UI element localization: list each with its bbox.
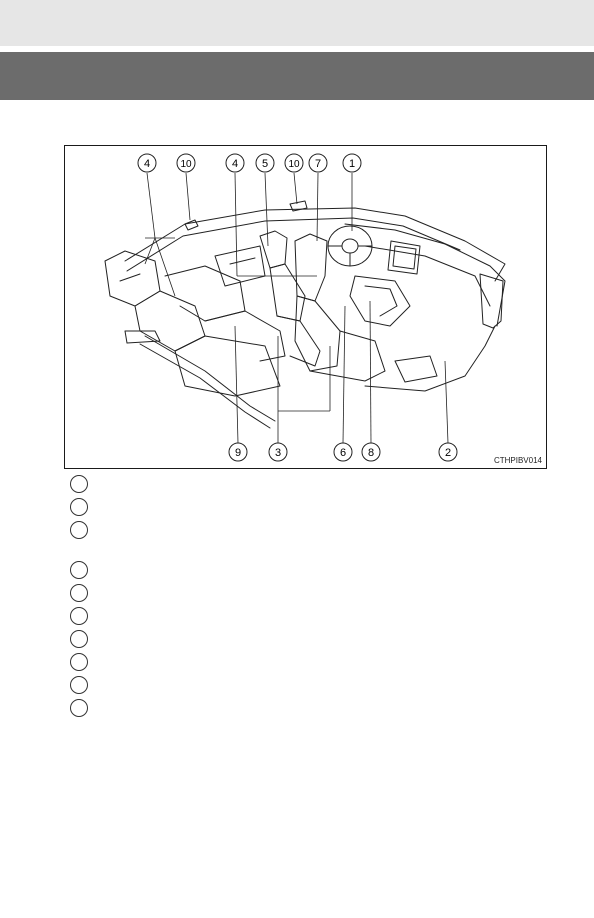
legend-number-circle <box>70 607 88 625</box>
legend-item <box>70 630 88 648</box>
legend-item <box>70 653 88 671</box>
callout-bottom-3: 6 <box>333 442 353 462</box>
callout-top-4: 5 <box>255 153 275 173</box>
legend-item <box>70 607 88 625</box>
callout-label: 9 <box>235 447 241 459</box>
callout-label: 8 <box>368 447 374 459</box>
callout-label: 5 <box>262 158 268 170</box>
car-interior-drawing: 4 10 4 5 10 7 1 9 <box>104 153 506 462</box>
callout-label: 1 <box>349 158 355 170</box>
legend-number-circle <box>70 630 88 648</box>
figure-code: CTHPIBV014 <box>493 456 542 465</box>
legend-item <box>70 584 88 602</box>
legend-number-circle <box>70 584 88 602</box>
interior-illustration: 4 10 4 5 10 7 1 9 <box>64 145 547 469</box>
callout-label: 6 <box>340 447 346 459</box>
legend-number-circle <box>70 561 88 579</box>
top-bar <box>0 0 594 46</box>
legend-item <box>70 561 88 579</box>
callout-label: 4 <box>232 158 238 170</box>
legend-number-circle <box>70 699 88 717</box>
callout-label: 4 <box>144 158 150 170</box>
legend-number-circle <box>70 498 88 516</box>
callout-label: 7 <box>315 158 321 170</box>
legend-number-circle <box>70 676 88 694</box>
callout-label: 3 <box>275 447 281 459</box>
section-header-bar <box>0 52 594 100</box>
callout-label: 10 <box>288 159 300 170</box>
callout-top-5: 10 <box>284 153 304 173</box>
legend-item <box>70 699 88 717</box>
callout-top-2: 10 <box>176 153 196 173</box>
callout-top-7: 1 <box>342 153 362 173</box>
callout-label: 2 <box>445 447 451 459</box>
legend-item <box>70 676 88 694</box>
callout-top-3: 4 <box>225 153 245 173</box>
legend-number-circle <box>70 521 88 539</box>
legend-number-circle <box>70 653 88 671</box>
callout-top-6: 7 <box>308 153 328 173</box>
callout-bottom-1: 9 <box>228 442 248 462</box>
callout-top-1: 4 <box>137 153 157 173</box>
legend-item <box>70 521 88 539</box>
legend-item <box>70 475 88 493</box>
legend-number-circle <box>70 475 88 493</box>
callout-bottom-4: 8 <box>361 442 381 462</box>
callout-bottom-2: 3 <box>268 442 288 462</box>
callout-label: 10 <box>180 159 192 170</box>
callout-bottom-5: 2 <box>438 442 458 462</box>
legend-item <box>70 498 88 516</box>
